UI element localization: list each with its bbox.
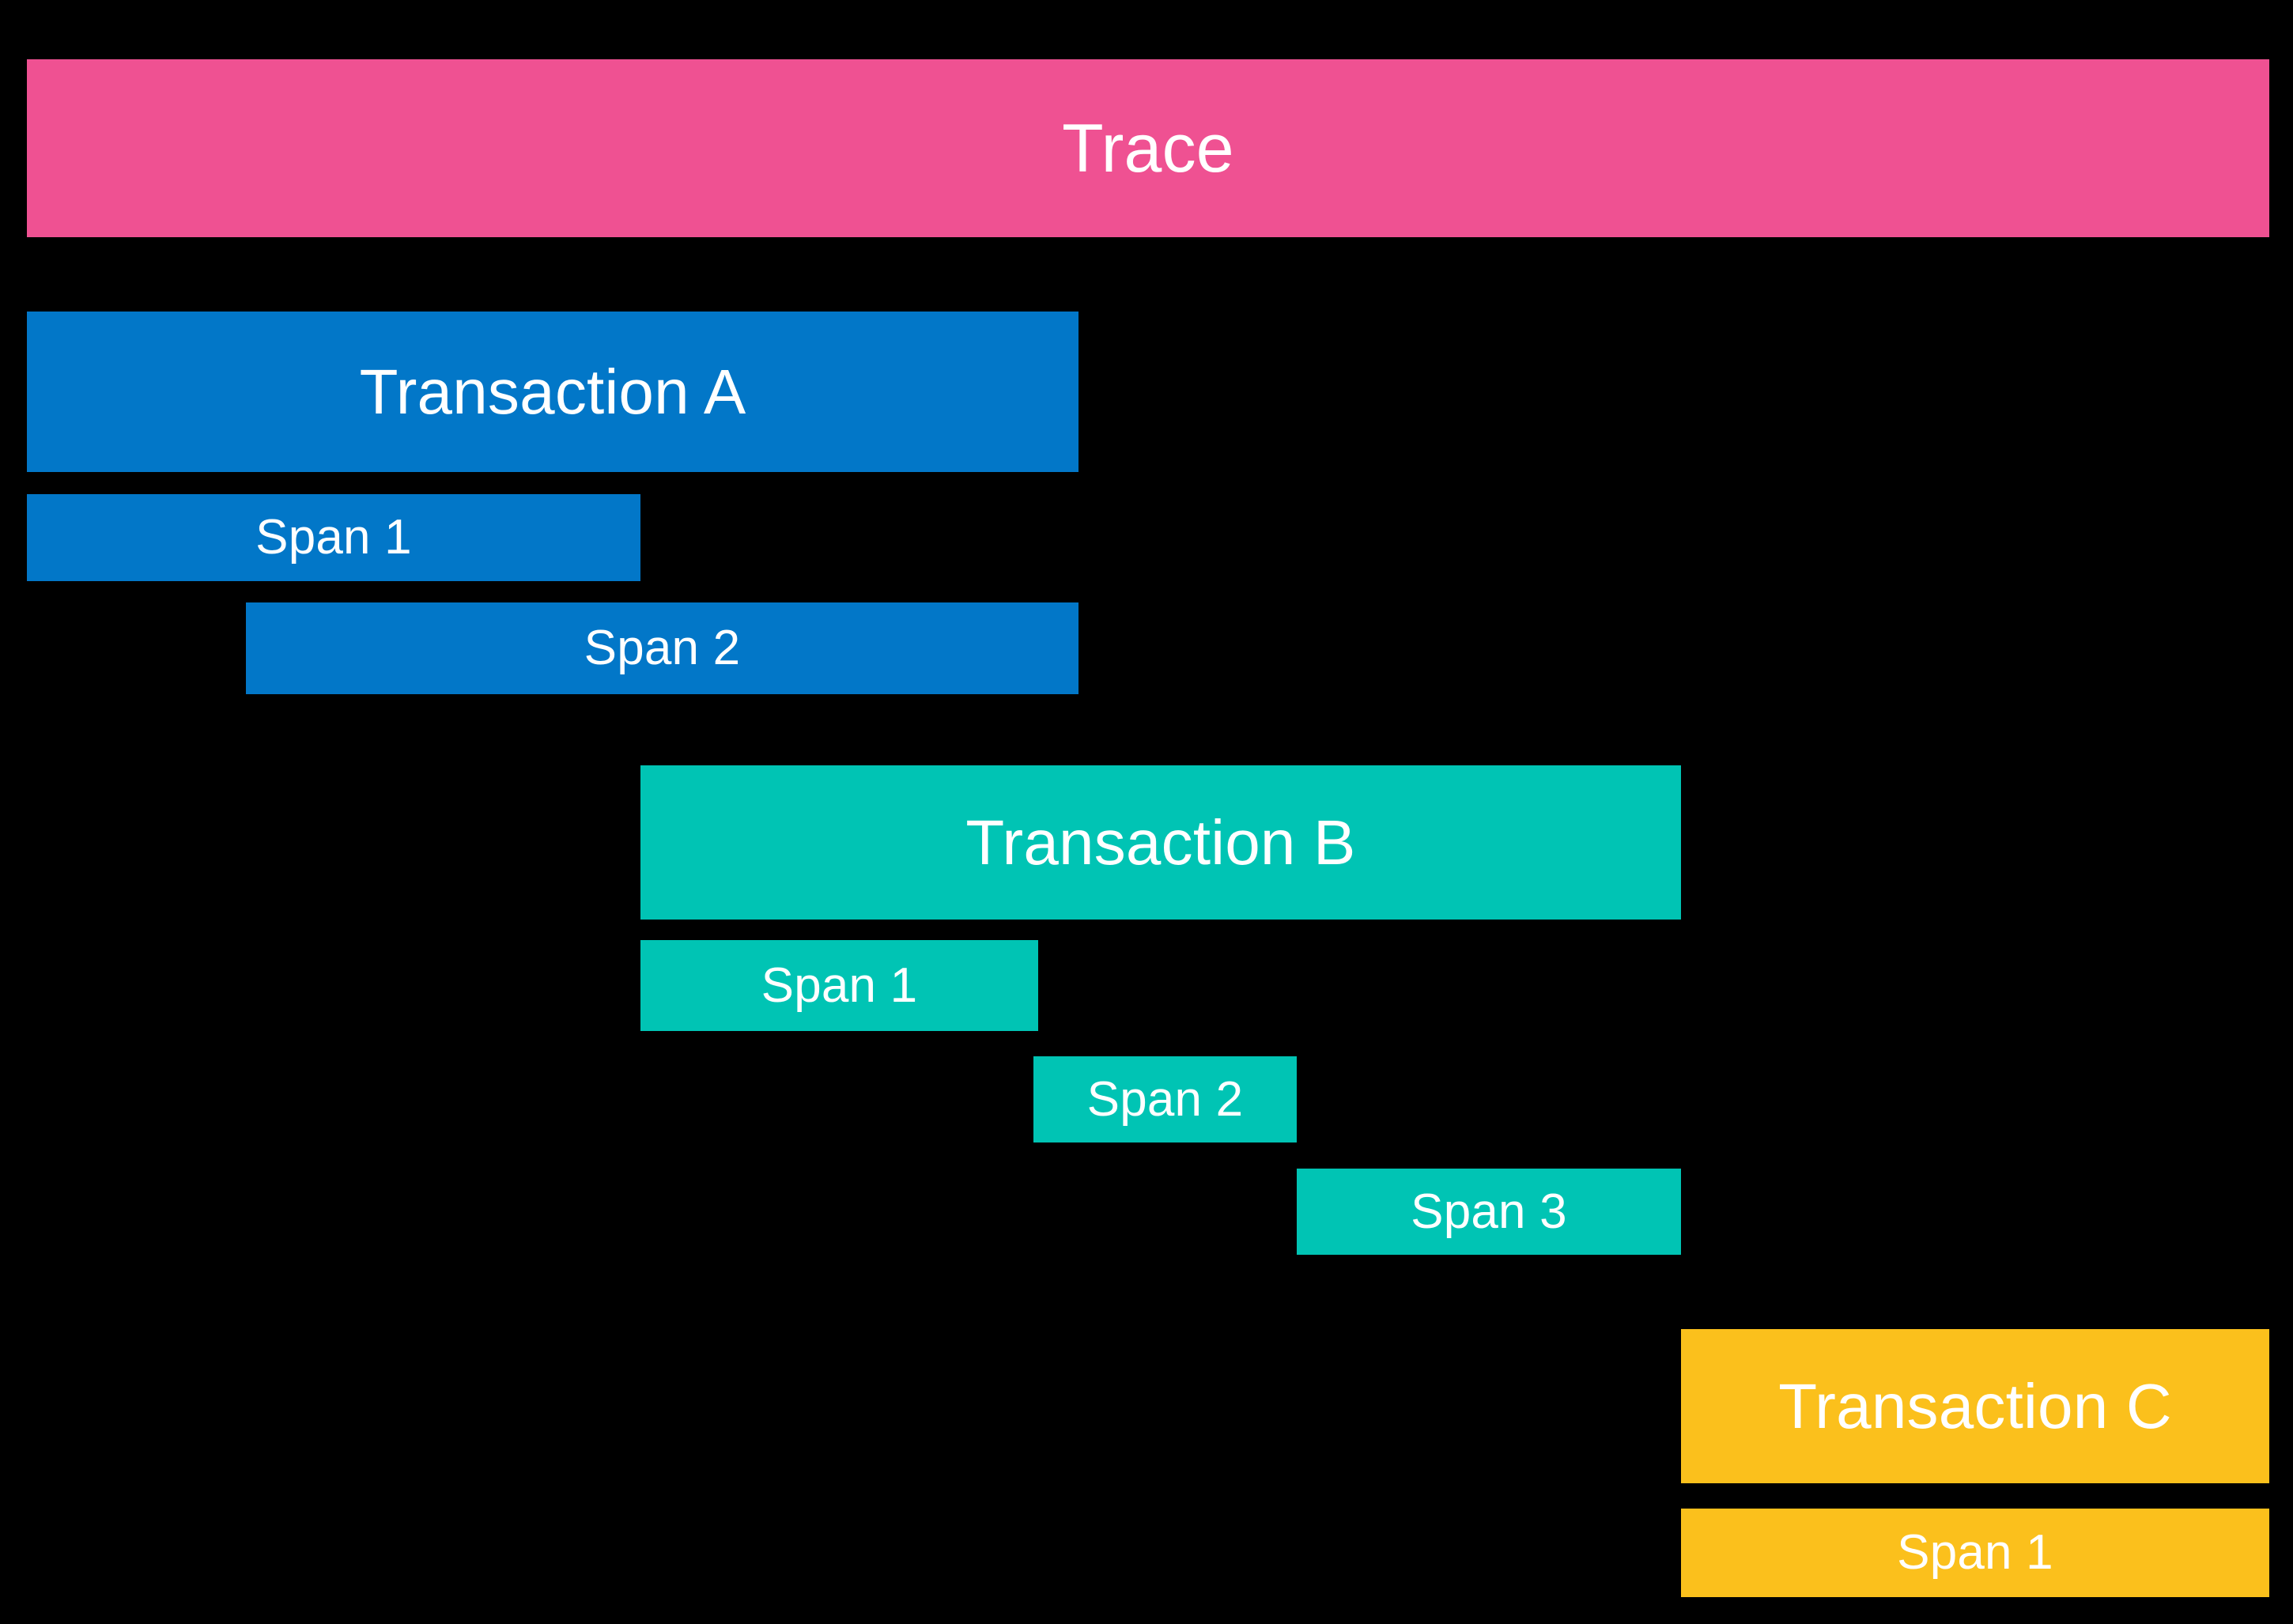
bar-transaction-b-span-3[interactable]: Span 3: [1297, 1169, 1681, 1255]
bar-transaction-c[interactable]: Transaction C: [1681, 1329, 2269, 1483]
transaction-a-label: Transaction A: [359, 356, 746, 427]
bar-transaction-a-span-2[interactable]: Span 2: [246, 602, 1079, 694]
bar-transaction-b-span-2[interactable]: Span 2: [1033, 1056, 1297, 1142]
transaction-a-span-1-label: Span 1: [255, 510, 412, 565]
bar-trace[interactable]: Trace: [27, 59, 2269, 237]
transaction-b-span-2-label: Span 2: [1086, 1071, 1244, 1127]
transaction-a-span-2-label: Span 2: [584, 621, 741, 675]
trace-label: Trace: [1062, 110, 1234, 187]
bar-transaction-b-span-1[interactable]: Span 1: [640, 940, 1038, 1031]
bar-transaction-b[interactable]: Transaction B: [640, 765, 1681, 920]
bar-transaction-a[interactable]: Transaction A: [27, 312, 1079, 472]
transaction-c-span-1-label: Span 1: [1897, 1525, 2053, 1580]
bar-transaction-c-span-1[interactable]: Span 1: [1681, 1509, 2269, 1597]
transaction-b-span-1-label: Span 1: [761, 957, 918, 1013]
bar-transaction-a-span-1[interactable]: Span 1: [27, 494, 640, 581]
transaction-b-label: Transaction B: [965, 806, 1356, 878]
transaction-b-span-3-label: Span 3: [1411, 1184, 1567, 1239]
transaction-c-label: Transaction C: [1778, 1370, 2172, 1441]
